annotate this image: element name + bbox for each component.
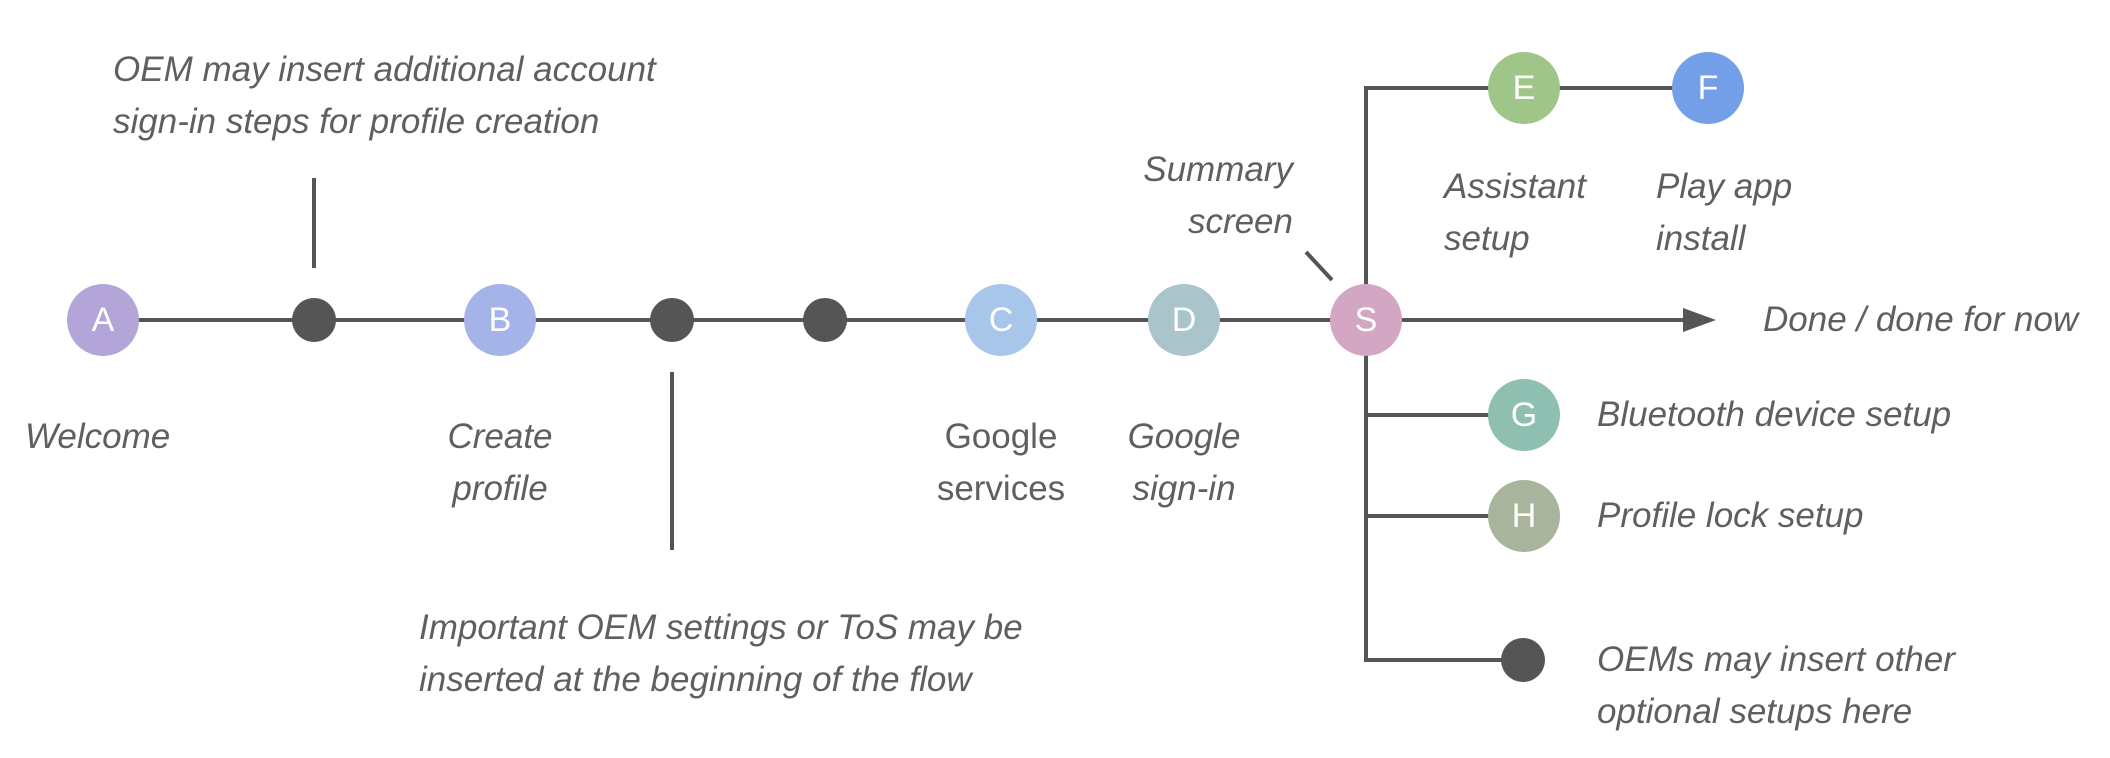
node-e-letter: E bbox=[1513, 69, 1536, 107]
assistant-setup-label: Assistant setup bbox=[1444, 161, 1586, 265]
node-d: D bbox=[1148, 284, 1220, 356]
node-s: S bbox=[1330, 284, 1402, 356]
oem-settings-note-line-2: inserted at the beginning of the flow bbox=[419, 660, 972, 699]
node-b-letter: B bbox=[489, 301, 512, 339]
done-arrowhead bbox=[1683, 308, 1716, 332]
welcome-label: Welcome bbox=[25, 417, 171, 456]
node-c: C bbox=[965, 284, 1037, 356]
oem-signin-insertion-point bbox=[292, 298, 336, 342]
bluetooth-setup-label: Bluetooth device setup bbox=[1597, 395, 1952, 434]
node-d-letter: D bbox=[1172, 301, 1197, 339]
node-b-circle bbox=[464, 284, 536, 356]
node-a-letter: A bbox=[92, 301, 115, 339]
summary-screen-label-line-1: Summary bbox=[1143, 150, 1293, 189]
node-s-circle bbox=[1330, 284, 1402, 356]
oem-other-setups-label-line-2: optional setups here bbox=[1597, 692, 1913, 731]
node-h: H bbox=[1488, 480, 1560, 552]
play-app-install-label-line-1: Play app bbox=[1656, 167, 1793, 206]
create-profile-label-line-1: Create bbox=[447, 417, 553, 456]
node-b: B bbox=[464, 284, 536, 356]
play-app-install-label: Play app install bbox=[1656, 161, 1792, 265]
node-a: A bbox=[67, 284, 139, 356]
oem-signin-note: OEM may insert additional account sign-i… bbox=[113, 44, 656, 148]
oem-signin-note-line-2: sign-in steps for profile creation bbox=[113, 102, 600, 141]
summary-screen-label: Summary screen bbox=[1093, 144, 1293, 248]
node-g-letter: G bbox=[1511, 396, 1537, 434]
profile-lock-setup-label: Profile lock setup bbox=[1597, 496, 1864, 535]
play-app-install-label-line-2: install bbox=[1656, 219, 1746, 258]
node-g-circle bbox=[1488, 379, 1560, 451]
node-c-letter: C bbox=[989, 301, 1014, 339]
oem-settings-note: Important OEM settings or ToS may be ins… bbox=[419, 602, 1023, 706]
google-services-label: Google services bbox=[901, 411, 1101, 515]
oem-optional-setup-point bbox=[1501, 638, 1545, 682]
node-f-circle bbox=[1672, 52, 1744, 124]
node-e-circle bbox=[1488, 52, 1560, 124]
node-g: G bbox=[1488, 379, 1560, 451]
create-profile-label-line-2: profile bbox=[452, 469, 548, 508]
node-d-circle bbox=[1148, 284, 1220, 356]
oem-signin-note-line-1: OEM may insert additional account bbox=[113, 50, 656, 89]
node-s-letter: S bbox=[1355, 301, 1378, 339]
oem-settings-insertion-point bbox=[650, 298, 694, 342]
assistant-setup-label-line-1: Assistant bbox=[1444, 167, 1586, 206]
summary-screen-label-line-2: screen bbox=[1187, 202, 1293, 241]
oem-extra-insertion-point bbox=[803, 298, 847, 342]
node-h-circle bbox=[1488, 480, 1560, 552]
node-e: E bbox=[1488, 52, 1560, 124]
oem-other-setups-label-line-1: OEMs may insert other bbox=[1597, 640, 1955, 679]
assistant-setup-label-line-2: setup bbox=[1444, 219, 1530, 258]
node-f: F bbox=[1672, 52, 1744, 124]
oem-settings-note-line-1: Important OEM settings or ToS may be bbox=[419, 608, 1023, 647]
node-h-letter: H bbox=[1512, 497, 1537, 535]
google-services-label-line-2: services bbox=[936, 469, 1066, 508]
node-a-circle bbox=[67, 284, 139, 356]
summary-callout-line bbox=[1304, 250, 1334, 282]
google-services-label-line-1: Google bbox=[944, 417, 1058, 456]
google-signin-label: Google sign-in bbox=[1084, 411, 1284, 515]
node-f-letter: F bbox=[1698, 69, 1719, 107]
oem-other-setups-label: OEMs may insert other optional setups he… bbox=[1597, 634, 1955, 738]
create-profile-label: Create profile bbox=[400, 411, 600, 515]
google-signin-label-line-2: sign-in bbox=[1132, 469, 1236, 508]
done-label: Done / done for now bbox=[1763, 300, 2079, 339]
node-c-circle bbox=[965, 284, 1037, 356]
google-signin-label-line-1: Google bbox=[1127, 417, 1241, 456]
